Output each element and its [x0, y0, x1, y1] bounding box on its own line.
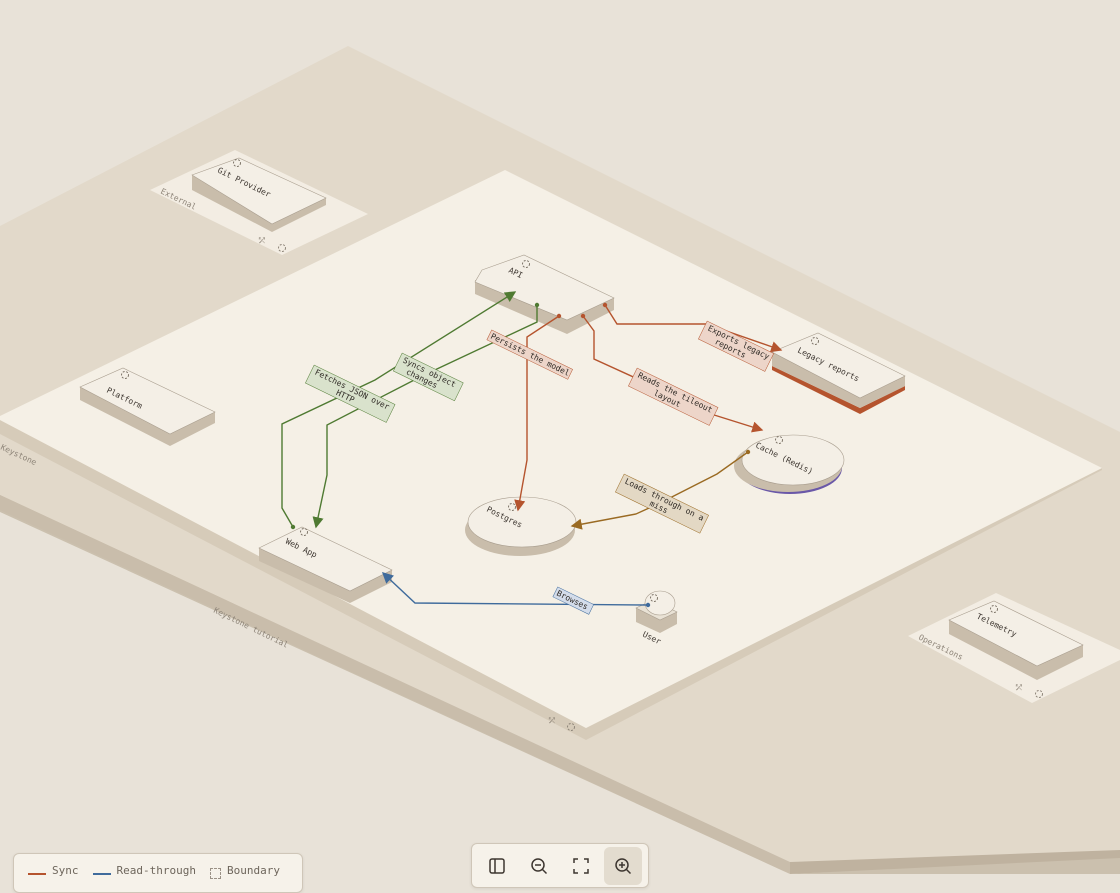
expand-icon[interactable] [522, 260, 530, 268]
legend-item-read-through: Read-through [92, 864, 196, 892]
node-legacy-reports[interactable]: Legacy reports [771, 332, 906, 414]
legend-boundary-label: Boundary [226, 864, 280, 877]
legend-item-boundary: Boundary [209, 864, 280, 892]
toggle-sidebar-button[interactable] [478, 847, 516, 885]
expand-icon[interactable] [233, 159, 241, 167]
zoom-in-button[interactable] [604, 846, 642, 885]
expand-icon[interactable] [567, 723, 575, 731]
edge-api-cache[interactable] [580, 313, 764, 433]
expand-icon[interactable] [278, 244, 286, 252]
zoom-toolbar [471, 843, 649, 888]
inner-boundary-controls[interactable]: ⤱ [547, 716, 575, 731]
sync-line-icon [28, 873, 46, 875]
node-cache[interactable]: Cache (Redis) [734, 434, 845, 494]
edge-api-postgres[interactable] [514, 313, 562, 512]
edge-webapp-api-fetch[interactable] [281, 291, 517, 530]
node-user[interactable]: User [635, 590, 678, 646]
expand-icon[interactable] [1035, 690, 1043, 698]
legend: Sync Read-through Boundary [13, 853, 303, 893]
edge-api-legacy[interactable] [602, 302, 783, 353]
legend-read-through-label: Read-through [116, 864, 196, 877]
node-web-app[interactable]: Web App [258, 526, 393, 603]
node-telemetry[interactable]: Telemetry [948, 600, 1084, 680]
fit-view-icon [573, 857, 589, 874]
read-through-line-icon [92, 873, 111, 875]
collapse-icon[interactable]: ⤱ [1014, 683, 1022, 692]
node-api[interactable]: API [474, 254, 615, 334]
fit-view-button[interactable] [562, 847, 600, 885]
expand-icon[interactable] [811, 337, 819, 345]
node-platform[interactable]: Platform [79, 367, 216, 446]
collapse-icon[interactable]: ⤱ [257, 236, 265, 245]
inner-boundary-platform [0, 170, 1102, 740]
node-git-provider[interactable]: Git Provider [191, 157, 327, 232]
zoom-out-icon [531, 857, 548, 874]
zoom-out-button[interactable] [520, 847, 558, 885]
expand-icon[interactable] [990, 605, 998, 613]
expand-icon[interactable] [121, 371, 129, 379]
expand-icon[interactable] [775, 436, 783, 444]
expand-icon[interactable] [300, 528, 308, 536]
legend-sync-label: Sync [52, 864, 79, 877]
collapse-icon[interactable]: ⤱ [547, 716, 555, 725]
sidebar-icon [489, 857, 505, 874]
expand-icon[interactable] [650, 594, 658, 602]
diagram-canvas[interactable]: Keystone Keystone tutorial ⤱ External ⤱ … [0, 0, 1120, 874]
legend-item-sync: Sync [28, 864, 79, 892]
node-postgres[interactable]: Postgres [465, 496, 577, 556]
zoom-in-icon [615, 857, 632, 874]
